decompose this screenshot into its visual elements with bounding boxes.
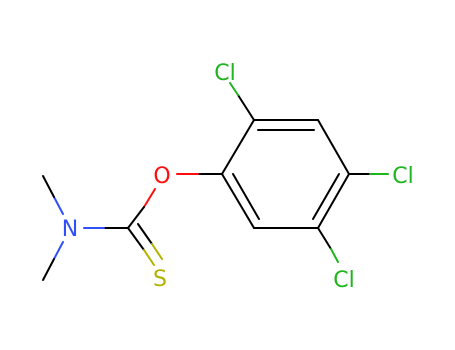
bond-c-s-1 [127,227,145,251]
bonds [42,82,389,281]
bond-n-me-top-black [42,175,55,198]
atom-labels: Cl Cl Cl O N S [62,61,414,293]
bond-c-s-1-colored [143,249,155,266]
bond-c5-cl-bottom-colored [330,248,339,263]
atom-sulfur: S [153,267,167,292]
bond-c-s-2-colored [151,243,163,260]
bond-c2-cl-top [237,94,255,121]
atom-cl-right: Cl [392,164,413,189]
bond-o-cs-black [127,206,145,229]
bond-ring-c4-c5 [317,173,350,229]
bond-ring-c3-c4 [317,119,350,175]
bond-c2-cl-top-colored [229,82,239,96]
bond-n-me-bottom [53,241,64,260]
bond-ring-c4-c5-inner [312,173,340,220]
bond-ring-c1-c2 [221,119,255,175]
atom-cl-top: Cl [214,61,235,86]
atom-oxygen: O [153,164,170,189]
bond-n-me-top [53,196,64,215]
bond-n-me-bottom-black [42,258,55,281]
bond-ring-c6-c1-inner [232,173,260,220]
bond-c-s-2 [137,223,153,245]
bond-ring-c6-c1 [221,173,255,229]
atom-cl-bottom: Cl [333,268,354,293]
bond-c5-cl-bottom [317,227,332,250]
atom-nitrogen: N [62,217,78,242]
bond-o-cs [143,188,156,208]
